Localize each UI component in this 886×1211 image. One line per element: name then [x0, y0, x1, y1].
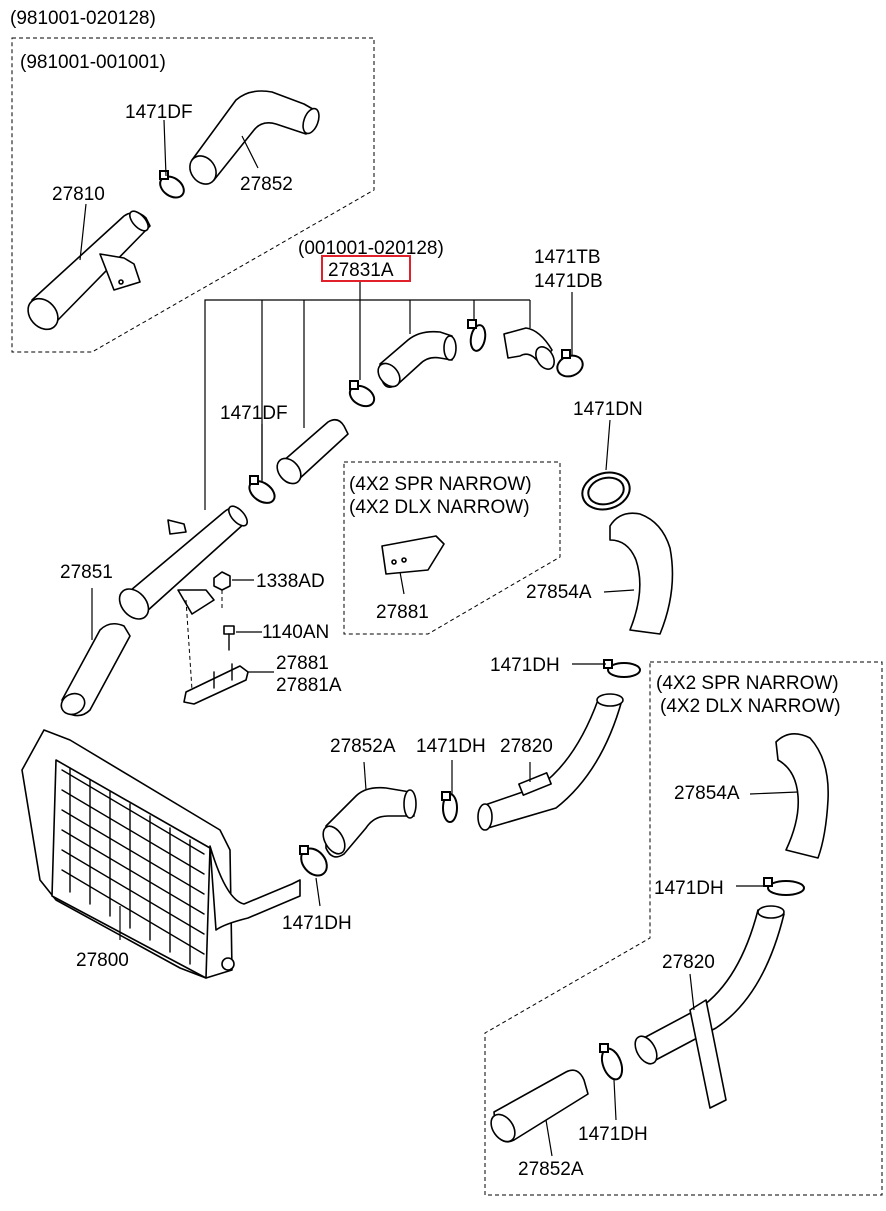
variant-box-1-line2: (4X2 DLX NARROW)	[349, 497, 530, 518]
hose-27852a-mid	[322, 786, 417, 858]
clamp-1471df-mid	[248, 475, 276, 504]
label-27881a[interactable]: 27881A	[276, 675, 342, 696]
label-27852a-bottom[interactable]: 27852A	[518, 1159, 584, 1180]
highlighted-part-27831a[interactable]: 27831A	[328, 260, 394, 281]
label-1471df-mid[interactable]: 1471DF	[220, 403, 288, 424]
pipe-27810	[27, 210, 151, 331]
label-1471dh-bottom[interactable]: 1471DH	[578, 1124, 648, 1145]
label-1471db[interactable]: 1471DB	[534, 271, 603, 292]
clamp-1471df-top	[159, 170, 185, 199]
highlight-box	[321, 255, 411, 282]
hose-elbow-mid	[377, 330, 457, 388]
label-27881-box[interactable]: 27881	[376, 602, 429, 623]
header-date-range: (981001-020128)	[10, 8, 156, 29]
label-27810[interactable]: 27810	[52, 184, 105, 205]
label-27820-mid[interactable]: 27820	[500, 736, 553, 757]
group-bracket	[204, 299, 530, 510]
label-27800[interactable]: 27800	[76, 950, 129, 971]
variant-box-2	[484, 661, 883, 1196]
variant-box-1-line1: (4X2 SPR NARROW)	[349, 474, 532, 495]
label-27852-top[interactable]: 27852	[240, 174, 293, 195]
bracket-27881	[183, 663, 249, 705]
label-1140an[interactable]: 1140AN	[262, 622, 329, 643]
pipe-mid	[118, 505, 248, 620]
clamp-1471dn	[581, 471, 631, 511]
label-27820-right[interactable]: 27820	[662, 952, 715, 973]
label-1471df-top[interactable]: 1471DF	[125, 102, 193, 123]
bolt-1140an	[223, 625, 235, 651]
clamp-1471dh-bottom	[599, 1043, 624, 1081]
inset-box-981001-001001	[11, 37, 375, 353]
label-1471dh-right[interactable]: 1471DH	[654, 878, 724, 899]
clamp-1471dh-low	[299, 845, 328, 877]
clamp-1471dh-mid	[603, 659, 641, 678]
pipe-27820-mid	[477, 693, 624, 831]
variant-box-2-line1: (4X2 SPR NARROW)	[656, 673, 839, 694]
variant-box-2-line2: (4X2 DLX NARROW)	[660, 696, 841, 717]
nut-1338ad	[213, 571, 231, 591]
hose-27851	[60, 622, 131, 717]
label-27851[interactable]: 27851	[60, 562, 113, 583]
mid-group-date-range: (001001-020128)	[298, 238, 444, 259]
label-27881[interactable]: 27881	[276, 653, 329, 674]
leader-lines	[79, 119, 799, 1157]
inset-date-range: (981001-001001)	[20, 52, 166, 73]
label-27854a-mid[interactable]: 27854A	[526, 582, 592, 603]
clamp-27831a	[348, 380, 376, 408]
label-1471dh-center[interactable]: 1471DH	[416, 736, 486, 757]
hose-27854a-mid	[609, 512, 674, 635]
clamp-1471tb	[556, 349, 584, 378]
hose-27852-top	[189, 90, 320, 185]
clamp-small-mid	[467, 319, 487, 352]
pipe-27820-right	[634, 905, 785, 1109]
label-1338ad[interactable]: 1338AD	[256, 571, 325, 592]
variant-box-1	[343, 461, 561, 635]
label-1471dn[interactable]: 1471DN	[573, 399, 643, 420]
hose-straight-mid	[276, 418, 349, 485]
label-1471dh-low[interactable]: 1471DH	[282, 913, 352, 934]
hose-27852a-bottom	[490, 1069, 589, 1143]
hose-27854a-right	[775, 733, 829, 859]
label-27854a-right[interactable]: 27854A	[674, 783, 740, 804]
clamp-1471dh-center	[441, 791, 458, 823]
hose-short-elbow	[503, 327, 555, 370]
bracket-27881-box	[381, 535, 445, 575]
label-1471dh-mid[interactable]: 1471DH	[490, 655, 560, 676]
label-27852a-mid[interactable]: 27852A	[330, 736, 396, 757]
intercooler-27800	[21, 729, 301, 979]
label-1471tb[interactable]: 1471TB	[534, 247, 601, 268]
clamp-1471dh-right	[763, 877, 805, 896]
